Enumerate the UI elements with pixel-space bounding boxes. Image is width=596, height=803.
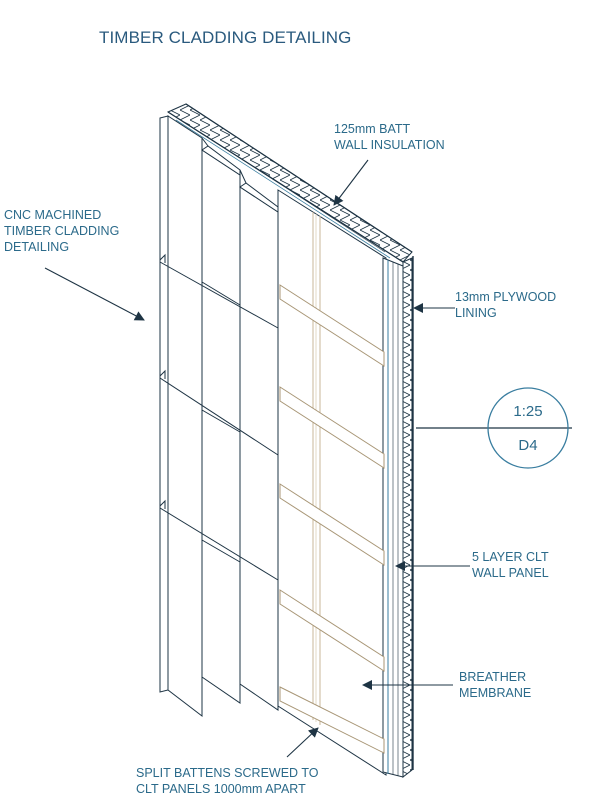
cladding-label: CNC MACHINED TIMBER CLADDING DETAILING (4, 208, 120, 254)
battens-label: SPLIT BATTENS SCREWED TO CLT PANELS 1000… (136, 766, 319, 796)
clt-label: 5 LAYER CLT WALL PANEL (472, 550, 549, 580)
vertical-batten (312, 212, 321, 725)
leader-lines (44, 159, 470, 758)
scale-marker (416, 387, 572, 469)
timber-cladding-boards (159, 115, 279, 718)
membrane-label: BREATHER MEMBRANE (459, 670, 532, 700)
clt-wall-panel (277, 189, 404, 778)
batt-insulation-top (166, 103, 413, 263)
plywood-lining (402, 256, 414, 779)
plywood-label: 13mm PLYWOOD LINING (455, 290, 557, 320)
drawing-reference: D4 (518, 437, 538, 454)
scale-value: 1:25 (513, 403, 543, 420)
split-battens (279, 284, 385, 754)
cladding-joints (159, 137, 279, 581)
insulation-label: 125mm BATT WALL INSULATION (334, 122, 445, 152)
page-title: TIMBER CLADDING DETAILING (99, 28, 352, 47)
